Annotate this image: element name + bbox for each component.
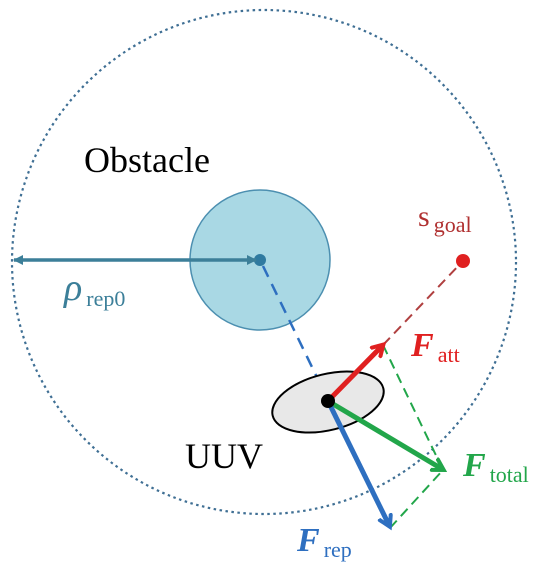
f-att-label: F att <box>410 327 460 367</box>
uuv-label: UUV <box>185 436 263 476</box>
goal-label: s goal <box>418 200 472 237</box>
goal-point <box>456 254 470 268</box>
f-att-arrow <box>326 346 382 403</box>
influence-region-circle <box>10 8 518 516</box>
f-total-arrow <box>326 398 442 469</box>
uuv-center-dot <box>321 394 335 408</box>
f-total-label: F total <box>462 447 529 487</box>
f-rep-label: F rep <box>296 522 352 562</box>
goal-dashed-line <box>382 260 464 346</box>
parallelogram-line-1 <box>382 344 444 471</box>
parallelogram-line-2 <box>389 469 444 529</box>
obstacle-label: Obstacle <box>84 140 210 180</box>
rho-label: ρ rep0 <box>63 267 125 311</box>
f-rep-arrow <box>325 399 389 525</box>
obstacle-center-dot <box>254 254 266 266</box>
